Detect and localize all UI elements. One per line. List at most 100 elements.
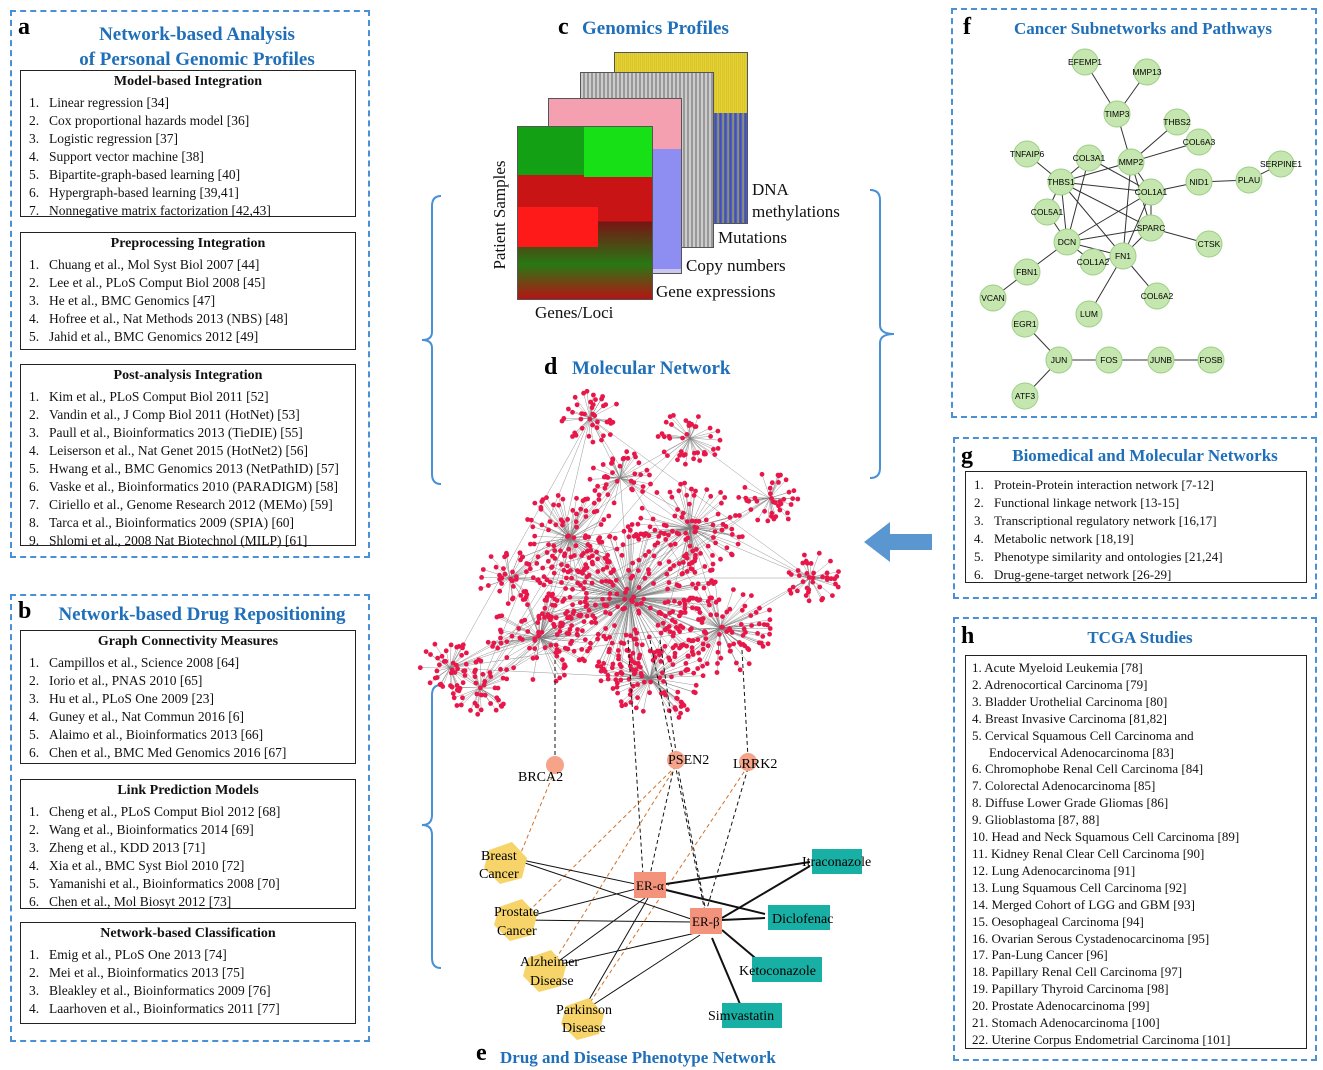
tcga-item: 17. Pan-Lung Cancer [96] (972, 947, 1300, 964)
gene-node-col1a1: COL1A1 (1135, 179, 1168, 205)
tcga-item: 8. Diffuse Lower Grade Gliomas [86] (972, 795, 1300, 812)
breast-label-2: Cancer (479, 867, 519, 882)
list-item: 6. Drug-gene-target network [26-29] (966, 566, 1302, 584)
gene-node-plau: PLAU (1236, 167, 1262, 193)
networks-box: 1.Protein-Protein interaction network [7… (965, 471, 1307, 583)
gene-node-label: LUM (1080, 309, 1098, 319)
gene-node-label: THBS2 (1163, 117, 1191, 127)
gene-node-label: SERPINE1 (1260, 159, 1302, 169)
panel-h-letter: h (961, 623, 974, 650)
tcga-item: 12. Lung Adenocarcinoma [91] (972, 863, 1300, 880)
ketoconazole-label: Ketoconazole (739, 964, 816, 979)
alzheimer-label-2: Disease (530, 974, 574, 989)
gene-node-label: FBN1 (1016, 267, 1038, 277)
tcga-item: 13. Lung Squamous Cell Carcinoma [92] (972, 880, 1300, 897)
list-item: 5.Phenotype similarity and ontologies [2… (966, 548, 1302, 566)
prostate-label-1: Prostate (494, 905, 539, 920)
list-text: Drug-gene-target network [26-29] (994, 567, 1171, 582)
gene-node-label: CTSK (1198, 239, 1221, 249)
er-alpha-label: ER-α (636, 878, 664, 893)
gene-node-fosb: FOSB (1198, 347, 1224, 373)
list-number: 3. (974, 512, 984, 530)
er-beta-label: ER-β (692, 914, 720, 929)
gene-node-label: TNFAIP6 (1010, 149, 1045, 159)
list-item: 2. Functional linkage network [13-15] (966, 494, 1302, 512)
list-item: 4. Metabolic network [18,19] (966, 530, 1302, 548)
gene-node-label: NID1 (1189, 177, 1209, 187)
tcga-item: 21. Stomach Adenocarcinoma [100] (972, 1015, 1300, 1032)
list-text: Functional linkage network [13-15] (994, 495, 1179, 510)
gene-node-lum: LUM (1076, 301, 1102, 327)
gene-node-label: SPARC (1137, 223, 1166, 233)
breast-label-1: Breast (481, 849, 517, 864)
gene-node-col6a3: COL6A3 (1183, 129, 1216, 155)
gene-node-atf3: ATF3 (1012, 383, 1038, 409)
panel-g-title: Biomedical and Molecular Networks (985, 443, 1305, 468)
panel-e-title: Drug and Disease Phenotype Network (500, 1045, 830, 1070)
tcga-item: 19. Papillary Thyroid Carcinoma [98] (972, 981, 1300, 998)
diclofenac-label: Diclofenac (772, 912, 833, 927)
alzheimer-label-1: Alzheimer (520, 955, 579, 970)
gene-node-label: FOSB (1199, 355, 1222, 365)
gene-node-tnfaip6: TNFAIP6 (1010, 141, 1045, 167)
parkinson-label-1: Parkinson (556, 1003, 612, 1018)
tcga-item: 18. Papillary Renal Cell Carcinoma [97] (972, 964, 1300, 981)
list-text: Phenotype similarity and ontologies [21,… (994, 549, 1223, 564)
tcga-item: 3. Bladder Urothelial Carcinoma [80] (972, 694, 1300, 711)
list-item: 3.Transcriptional regulatory network [16… (966, 512, 1302, 530)
gene-node-jun: JUN (1046, 347, 1072, 373)
list-text: Protein-Protein interaction network [7-1… (994, 477, 1214, 492)
gene-node-label: DCN (1058, 237, 1076, 247)
gene-node-ctsk: CTSK (1196, 231, 1222, 257)
gene-node-mmp2: MMP2 (1118, 149, 1144, 175)
itraconazole-label: Itraconazole (802, 855, 871, 870)
gene-node-fn1: FN1 (1110, 243, 1136, 269)
gene-node-label: COL6A3 (1183, 137, 1216, 147)
lrrk2-label: LRRK2 (733, 757, 777, 772)
tcga-box: 1. Acute Myeloid Leukemia [78]2. Adrenoc… (965, 655, 1307, 1049)
gene-node-label: EFEMP1 (1068, 57, 1102, 67)
tcga-item: 11. Kidney Renal Clear Cell Carcinoma [9… (972, 846, 1300, 863)
gene-node-label: THBS1 (1047, 177, 1075, 187)
gene-node-timp3: TIMP3 (1104, 101, 1130, 127)
tcga-item: 9. Glioblastoma [87, 88] (972, 812, 1300, 829)
prostate-label-2: Cancer (497, 924, 537, 939)
gene-node-label: FN1 (1115, 251, 1131, 261)
panel-e-letter: e (476, 1040, 487, 1067)
tcga-item: 6. Chromophobe Renal Cell Carcinoma [84] (972, 761, 1300, 778)
gene-node-label: TIMP3 (1104, 109, 1129, 119)
gene-node-label: VCAN (981, 293, 1005, 303)
gene-node-label: COL6A2 (1141, 291, 1174, 301)
panel-h: h TCGA Studies 1. Acute Myeloid Leukemia… (953, 617, 1317, 1061)
panel-f: f Cancer Subnetworks and Pathways EFEMP1… (951, 8, 1317, 418)
gene-node-serpine1: SERPINE1 (1260, 151, 1302, 177)
gene-node-mmp13: MMP13 (1132, 59, 1162, 85)
list-number: 6. (974, 566, 984, 584)
disease-nodes: Breast Cancer Prostate Cancer Alzheimer … (479, 842, 612, 1040)
gene-node-label: COL5A1 (1031, 207, 1064, 217)
panel-g-letter: g (961, 443, 973, 470)
gene-node-vcan: VCAN (980, 285, 1006, 311)
gene-node-label: EGR1 (1013, 319, 1036, 329)
tcga-item: 15. Oesophageal Carcinoma [94] (972, 914, 1300, 931)
gene-node-dcn: DCN (1054, 229, 1080, 255)
parkinson-label-2: Disease (562, 1021, 606, 1036)
gene-node-fbn1: FBN1 (1014, 259, 1040, 285)
tcga-item: 22. Uterine Corpus Endometrial Carcinoma… (972, 1032, 1300, 1049)
tcga-item: 20. Prostate Adenocarcinoma [99] (972, 998, 1300, 1015)
list-item: 1.Protein-Protein interaction network [7… (966, 476, 1302, 494)
list-text: Metabolic network [18,19] (994, 531, 1134, 546)
gene-node-thbs1: THBS1 (1047, 169, 1075, 195)
gene-node-label: JUN (1051, 355, 1068, 365)
gene-node-label: FOS (1100, 355, 1118, 365)
list-number: 4. (974, 530, 984, 548)
gene-node-label: MMP2 (1119, 157, 1144, 167)
simvastatin-label: Simvastatin (708, 1009, 774, 1024)
tcga-item: 4. Breast Invasive Carcinoma [81,82] (972, 711, 1300, 728)
gene-node-col5a1: COL5A1 (1031, 199, 1064, 225)
list-number: 2. (974, 494, 984, 512)
tcga-item: 7. Colorectal Adenocarcinoma [85] (972, 778, 1300, 795)
gene-node-label: MMP13 (1132, 67, 1162, 77)
tcga-item: Endocervical Adenocarcinoma [83] (972, 745, 1300, 762)
